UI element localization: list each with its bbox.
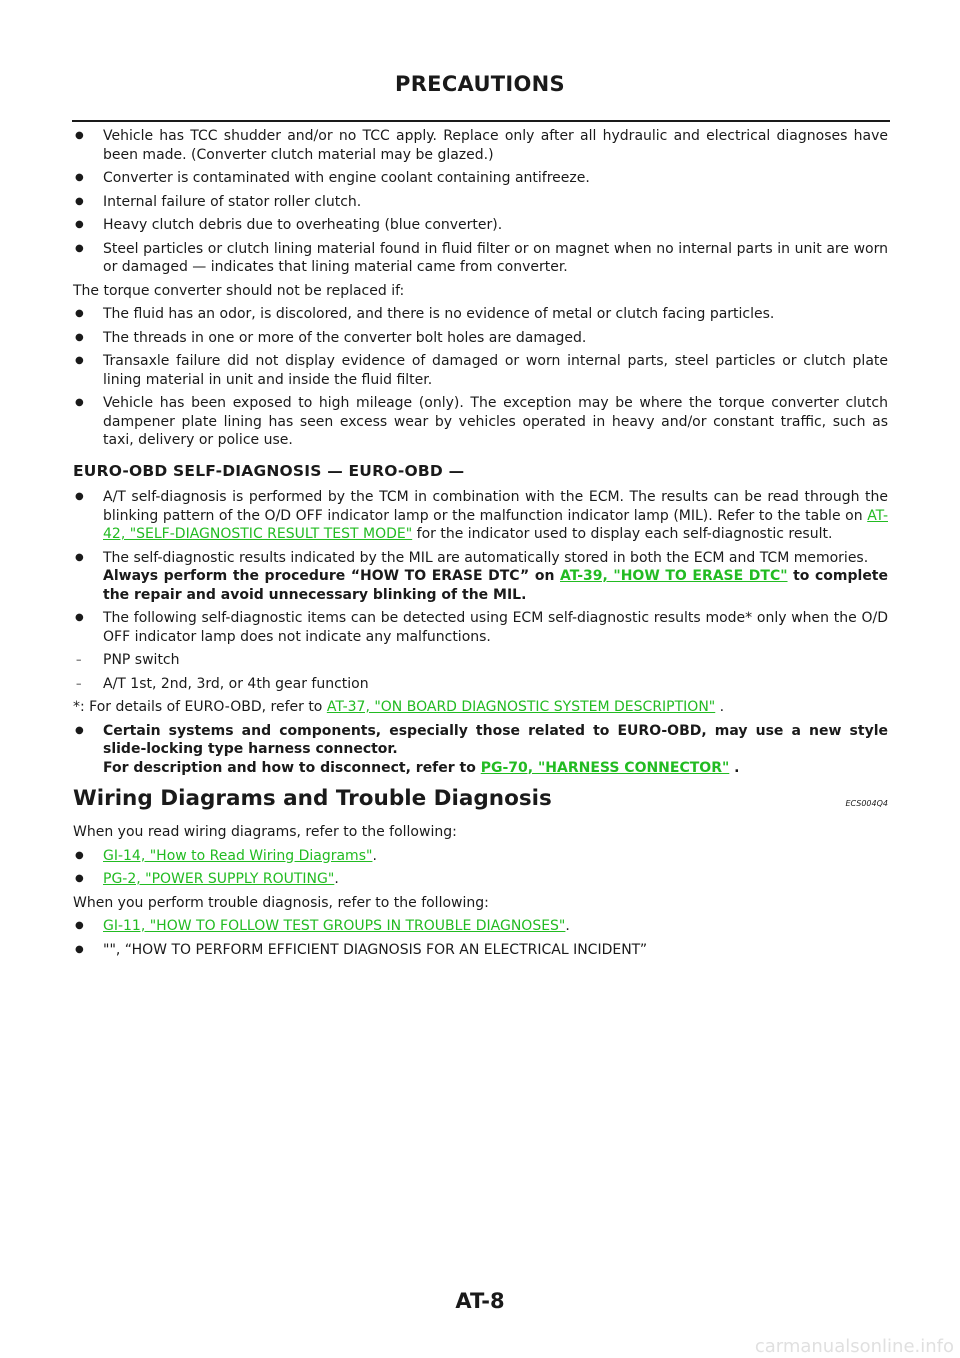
list-item-text: Heavy clutch debris due to overheating (… (103, 217, 503, 233)
link-power-supply-routing[interactable]: PG-2, "POWER SUPPLY ROUTING" (103, 871, 335, 887)
list-item: ● A/T self-diagnosis is performed by the … (73, 488, 888, 544)
bullet-icon: ● (75, 195, 84, 207)
link-test-groups[interactable]: GI-11, "HOW TO FOLLOW TEST GROUPS IN TRO… (103, 918, 566, 934)
paragraph-trouble: When you perform trouble diagnosis, refe… (73, 894, 489, 911)
dash-item-text: A/T 1st, 2nd, 3rd, or 4th gear function (103, 675, 369, 692)
list-item-text: Converter is contaminated with engine co… (103, 170, 590, 186)
link-harness-connector[interactable]: PG-70, "HARNESS CONNECTOR" (480, 759, 730, 776)
period-text: . (372, 847, 377, 864)
bullet-icon: ● (75, 491, 84, 502)
list-item: ● The following self-diagnostic items can… (73, 609, 888, 646)
euro-obd-heading: EURO-OBD SELF-DIAGNOSIS — EURO-OBD — (73, 461, 465, 480)
note-text-after: . (715, 699, 725, 715)
list-item: ● GI-11, "HOW TO FOLLOW TEST GROUPS IN TR… (73, 917, 888, 936)
link-on-board-diagnostic[interactable]: AT-37, "ON BOARD DIAGNOSTIC SYSTEM DESCR… (326, 699, 716, 715)
bullet-icon: ● (75, 943, 84, 955)
list-item-text: A/T self-diagnosis is performed by the T… (103, 489, 888, 524)
bullet-icon: ● (75, 397, 84, 408)
list-item-text: for the indicator used to display each s… (412, 526, 833, 542)
watermark: carmanualsonline.info (754, 1336, 954, 1357)
list-item-text: "", “HOW TO PERFORM EFFICIENT DIAGNOSIS … (103, 941, 648, 958)
list-item: ● PG-2, "POWER SUPPLY ROUTING". (73, 870, 888, 889)
list-item: ● The threads in one or more of the conve… (73, 329, 888, 348)
dash-item-text: PNP switch (103, 652, 180, 668)
paragraph-not-replaced: The torque converter should not be repla… (73, 282, 405, 299)
dash-icon: – (76, 676, 82, 690)
list-item: ● The fluid has an odor, is discolored, a… (73, 305, 888, 324)
period-text: . (565, 918, 570, 934)
page-title: PRECAUTIONS (395, 72, 565, 96)
section-heading-text: Wiring Diagrams and Trouble Diagnosis (73, 786, 552, 811)
list-item: ● "", “HOW TO PERFORM EFFICIENT DIAGNOSIS… (73, 941, 888, 960)
list-item-bold-text: to complete the repair and avoid unneces… (103, 568, 888, 603)
link-read-wiring-diagrams[interactable]: GI-14, "How to Read Wiring Diagrams" (103, 847, 373, 864)
list-item: ● Transaxle failure did not display evide… (73, 352, 888, 389)
link-self-diagnostic-result[interactable]: AT-42, "SELF-DIAGNOSTIC RESULT TEST MODE… (103, 507, 888, 543)
paragraph-wiring: When you read wiring diagrams, refer to … (73, 824, 457, 840)
note-euro-obd: *: For details of EURO-OBD, refer to AT-… (73, 698, 888, 717)
bullet-icon: ● (75, 873, 84, 884)
dash-item: – PNP switch (73, 651, 888, 670)
list-item-text: Steel particles or clutch lining materia… (103, 240, 888, 276)
dash-icon: – (76, 653, 82, 666)
bullet-icon: ● (75, 308, 84, 319)
list-item-text: The self-diagnostic results indicated by… (103, 549, 869, 566)
bullet-icon: ● (75, 219, 84, 230)
list-item: ● Heavy clutch debris due to overheating … (73, 216, 888, 235)
link-how-to-erase-dtc[interactable]: AT-39, "HOW TO ERASE DTC" (560, 568, 788, 584)
list-item: ● Converter is contaminated with engine c… (73, 169, 888, 188)
list-item-text: The fluid has an odor, is discolored, an… (103, 306, 775, 322)
list-item-bold-text: Always perform the procedure “HOW TO ERA… (103, 568, 560, 584)
list-item-text: Vehicle has TCC shudder and/or no TCC ap… (103, 128, 888, 163)
bullet-icon: ● (75, 242, 84, 254)
bullet-icon: ● (75, 612, 84, 623)
bullet-icon: ● (75, 130, 84, 141)
bullet-icon: ● (75, 551, 84, 563)
list-item-text: Vehicle has been exposed to high mileage… (103, 395, 888, 448)
list-item: ● GI-14, "How to Read Wiring Diagrams". (73, 847, 888, 866)
bullet-icon: ● (75, 331, 84, 343)
bullet-icon: ● (75, 724, 84, 736)
list-item-bold-text: For description and how to disconnect, r… (103, 759, 481, 776)
list-item: ● Vehicle has TCC shudder and/or no TCC a… (73, 127, 888, 164)
list-item-text: Transaxle failure did not display eviden… (103, 353, 888, 388)
section-code: ECS004Q4 (845, 799, 888, 808)
list-item-bold-text: Certain systems and components, especial… (103, 722, 888, 758)
list-item-text: Internal failure of stator roller clutch… (103, 193, 362, 210)
list-item: ● The self-diagnostic results indicated b… (73, 549, 888, 605)
header-rule (72, 120, 890, 122)
bullet-icon: ● (75, 849, 84, 861)
dash-item: – A/T 1st, 2nd, 3rd, or 4th gear function (73, 675, 888, 694)
page-content: ● Vehicle has TCC shudder and/or no TCC a… (73, 127, 888, 964)
list-item-text: The following self-diagnostic items can … (103, 610, 888, 645)
list-item-text: The threads in one or more of the conver… (103, 329, 587, 346)
page-number: AT-8 (455, 1289, 505, 1313)
list-item: ● Certain systems and components, especia… (73, 722, 888, 778)
note-text: *: For details of EURO-OBD, refer to (73, 699, 327, 715)
period-text: . (334, 871, 339, 887)
list-item: ● Vehicle has been exposed to high mileag… (73, 394, 888, 450)
list-item: ● Steel particles or clutch lining materi… (73, 240, 888, 277)
list-item-bold-text: . (729, 759, 740, 776)
list-item: ● Internal failure of stator roller clutc… (73, 193, 888, 212)
bullet-icon: ● (75, 172, 84, 183)
bullet-icon: ● (75, 920, 84, 931)
bullet-icon: ● (75, 355, 84, 366)
